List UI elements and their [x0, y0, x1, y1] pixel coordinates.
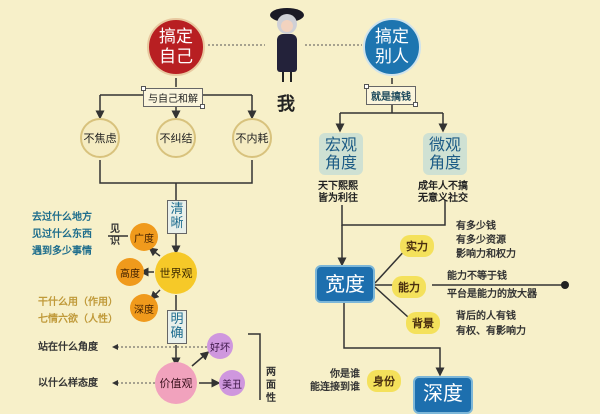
depth-note-1: 干什么用（作用） — [38, 297, 118, 308]
strength-note-1: 有多少钱 — [456, 221, 496, 232]
connector-label-reconcile: 与自己和解 — [141, 86, 205, 109]
background-note-2: 有权、有影响力 — [456, 326, 526, 337]
node-no-drain-label: 不内耗 — [235, 132, 269, 145]
macro-note-2: 皆为利往 — [318, 193, 358, 204]
box-micro-perspective: 微观角度 — [423, 133, 467, 175]
box-depth: 深度 — [413, 376, 473, 414]
identity-note-1: 你是谁 — [330, 369, 360, 380]
connector-label-make-money: 就是搞钱 — [364, 84, 418, 107]
node-no-tangle-label: 不纠结 — [159, 132, 193, 145]
values-note-1: 站在什么角度 — [38, 342, 98, 353]
node-no-anxiety: 不焦虑 — [80, 118, 120, 158]
dress-icon — [277, 34, 297, 72]
root-manage-self: 搞定自己 — [147, 18, 205, 76]
jianshi-label: 见识 — [110, 224, 120, 247]
flow-label-definite: 明确 — [167, 310, 187, 344]
micro-note-1: 成年人不搞 — [418, 181, 468, 192]
node-no-drain: 不内耗 — [232, 118, 272, 158]
strength-note-2: 有多少资源 — [456, 235, 506, 246]
character-illustration — [270, 4, 304, 86]
node-breadth-view: 广度 — [130, 223, 158, 251]
node-worldview: 世界观 — [155, 252, 197, 294]
node-depth-view-label: 深度 — [134, 304, 154, 316]
breadth-note-2: 见过什么东西 — [32, 229, 92, 240]
box-macro-perspective: 宏观角度 — [319, 133, 363, 175]
ability-note-1: 能力不等于钱 — [447, 271, 507, 282]
root-manage-others: 搞定别人 — [363, 18, 421, 76]
node-good-bad-label: 好坏 — [210, 342, 230, 354]
strength-note-3: 影响力和权力 — [456, 249, 516, 260]
node-beauty-ugly-label: 美丑 — [222, 379, 242, 391]
node-breadth-view-label: 广度 — [134, 233, 154, 245]
node-values: 价值观 — [155, 362, 197, 404]
breadth-note-1: 去过什么地方 — [32, 212, 92, 223]
breadth-note-3: 遇到多少事情 — [32, 246, 92, 257]
pill-identity: 身份 — [367, 370, 401, 392]
pill-ability: 能力 — [392, 276, 426, 298]
node-beauty-ugly: 美丑 — [219, 370, 245, 396]
node-good-bad: 好坏 — [207, 333, 233, 359]
center-label-me: 我 — [277, 94, 295, 115]
root-manage-others-label: 搞定别人 — [375, 27, 409, 67]
values-note-2: 以什么样态度 — [38, 378, 98, 389]
node-no-tangle: 不纠结 — [156, 118, 196, 158]
macro-note-1: 天下熙熙 — [318, 181, 358, 192]
pill-background: 背景 — [406, 312, 440, 334]
root-manage-self-label: 搞定自己 — [159, 27, 193, 67]
depth-note-2: 七情六欲（人性） — [38, 314, 118, 325]
two-sided-label: 两面性 — [266, 367, 276, 404]
flow-label-clear: 清晰 — [167, 200, 187, 234]
node-height-view: 高度 — [116, 258, 144, 286]
box-breadth: 宽度 — [315, 265, 375, 303]
node-height-view-label: 高度 — [120, 268, 140, 280]
micro-note-2: 无意义社交 — [418, 193, 468, 204]
pill-strength: 实力 — [400, 235, 434, 257]
identity-note-2: 能连接到谁 — [310, 382, 360, 393]
node-values-label: 价值观 — [159, 377, 193, 390]
node-worldview-label: 世界观 — [159, 267, 193, 280]
ability-note-2: 平台是能力的放大器 — [447, 289, 537, 300]
background-note-1: 背后的人有钱 — [456, 311, 516, 322]
face-icon — [281, 20, 293, 32]
node-no-anxiety-label: 不焦虑 — [83, 132, 117, 145]
node-depth-view: 深度 — [130, 294, 158, 322]
